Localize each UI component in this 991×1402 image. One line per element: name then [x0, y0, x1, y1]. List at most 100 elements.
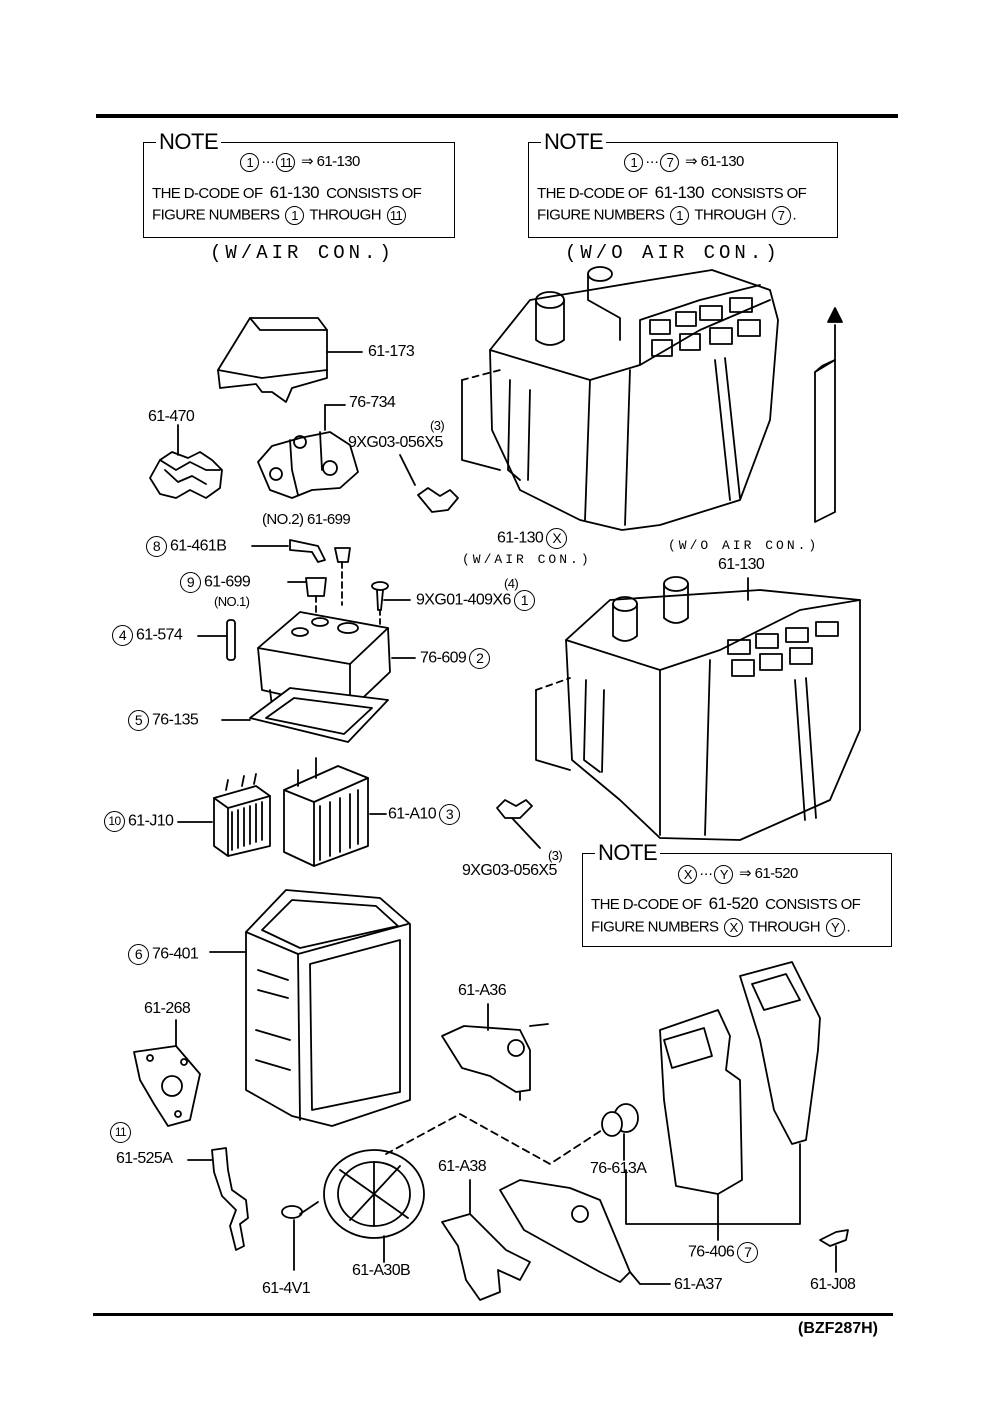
gasket-76-135-drawing	[221, 687, 389, 743]
note-code: 61-520	[754, 865, 799, 882]
to-circle: 7	[771, 206, 791, 225]
arrow-icon: ⇒	[301, 153, 314, 170]
caption-without-air-con: (W/O AIR CON.)	[565, 242, 781, 264]
air-filter-drawing	[814, 307, 843, 523]
label-61-525a: 61-525A	[116, 1150, 173, 1167]
figure-text: FIGURE NUMBERS	[537, 206, 665, 224]
bottom-rule	[93, 1313, 893, 1316]
note-code: 61-130	[316, 153, 361, 170]
range-sep: ···	[261, 153, 275, 170]
label-61-a37: 61-A37	[674, 1276, 723, 1293]
note-box-lower: NOTE X···Y ⇒ 61-520 THE D-CODE OF 61-520…	[582, 840, 892, 947]
note-box-with-ac: NOTE 1···11 ⇒ 61-130 THE D-CODE OF 61-13…	[143, 129, 455, 238]
note-title: NOTE	[156, 129, 222, 155]
note-dcode-line: THE D-CODE OF 61-520 CONSISTS OF	[591, 894, 891, 914]
ref-circle: 9	[180, 572, 201, 593]
dcode-text: THE D-CODE OF	[591, 896, 702, 913]
label-61-173: 61-173	[368, 343, 415, 360]
ref-circle: 4	[112, 625, 133, 646]
dcode-value: 61-130	[269, 183, 320, 202]
screw-61-4v1-drawing	[281, 1201, 319, 1271]
label-no1: (NO.1)	[214, 594, 250, 609]
note-box-without-ac: NOTE 1···7 ⇒ 61-130 THE D-CODE OF 61-130…	[528, 129, 838, 238]
valve-61-699-no2-drawing	[334, 547, 351, 606]
note-title: NOTE	[541, 129, 607, 155]
ref-circle: 6	[128, 944, 149, 965]
range-sep: ···	[645, 153, 659, 170]
label-61-470: 61-470	[148, 408, 195, 425]
ref-circle: X	[546, 528, 568, 549]
ring-61-a30b-drawing	[323, 1149, 425, 1263]
label-61-268: 61-268	[144, 1000, 191, 1017]
bracket-61-a36-drawing	[441, 1003, 549, 1101]
caption-with-air-con: (W/AIR CON.)	[210, 242, 395, 264]
note-title: NOTE	[595, 840, 661, 866]
dcode-value: 61-130	[654, 183, 705, 202]
part-number: 76-401	[152, 945, 199, 963]
range-to-circle: 7	[660, 152, 680, 172]
pipe-61-525a-drawing	[187, 1147, 249, 1251]
label-qty-4: (4)	[504, 576, 519, 591]
note-range-line: 1···11 ⇒ 61-130	[144, 152, 454, 172]
note-figure-line: FIGURE NUMBERS X THROUGH Y.	[591, 918, 891, 937]
arrow-icon: ⇒	[739, 865, 752, 882]
part-number: 9XG01-409X6	[416, 591, 511, 609]
part-number: 61-574	[136, 626, 183, 644]
label-ref-11: 11	[110, 1122, 134, 1143]
ref-circle: 3	[439, 804, 460, 825]
to-circle: Y	[825, 918, 845, 937]
hose-61-461b-drawing	[251, 539, 326, 563]
cover-61-173-drawing	[217, 317, 363, 403]
label-61-4v1: 61-4V1	[262, 1280, 311, 1297]
note-range-line: X···Y ⇒ 61-520	[583, 864, 891, 884]
bracket-61-a38-drawing	[441, 1179, 531, 1301]
label-61-a36: 61-A36	[458, 982, 507, 999]
note-range-line: 1···7 ⇒ 61-130	[529, 152, 837, 172]
label-without-ac-small: (W/O AIR CON.)	[668, 538, 820, 553]
part-number: 76-135	[152, 711, 199, 729]
part-number: 76-609	[420, 649, 467, 667]
label-qty-3-top: (3)	[430, 418, 445, 433]
from-circle: 1	[285, 206, 305, 225]
ref-circle: 1	[513, 590, 535, 611]
figure-text: FIGURE NUMBERS	[152, 206, 280, 224]
period: .	[792, 206, 797, 224]
dcode-text: THE D-CODE OF	[537, 185, 648, 202]
through-text: THROUGH	[748, 918, 820, 936]
ref-circle: 7	[737, 1242, 759, 1263]
heater-case-without-ac-drawing	[535, 576, 861, 841]
part-number: 61-J10	[128, 812, 174, 830]
from-circle: X	[724, 918, 744, 937]
valve-76-734-drawing	[257, 404, 359, 499]
note-code: 61-130	[700, 153, 745, 170]
through-text: THROUGH	[694, 206, 766, 224]
note-figure-line: FIGURE NUMBERS 1 THROUGH 11	[152, 206, 454, 225]
grommet-76-613a-drawing	[601, 1103, 639, 1161]
note-dcode-line: THE D-CODE OF 61-130 CONSISTS OF	[537, 183, 837, 203]
case-76-401-drawing	[209, 889, 411, 1127]
to-circle: 11	[386, 206, 406, 225]
part-61-a37-drawing	[499, 1179, 671, 1285]
core-61-j10-drawing	[177, 773, 271, 857]
range-sep: ···	[699, 865, 713, 882]
ref-circle: 5	[128, 710, 149, 731]
clip-top-drawing	[399, 454, 459, 513]
part-number: 61-130	[497, 529, 544, 547]
screw-9xg01-drawing	[371, 581, 411, 629]
label-9xg03-top: 9XG03-056X5	[348, 434, 443, 451]
plate-61-268-drawing	[133, 1019, 201, 1127]
clip-61-j08-drawing	[819, 1229, 849, 1273]
label-76-613a: 76-613A	[590, 1160, 647, 1177]
evaporator-61-a10-drawing	[283, 757, 387, 867]
range-from-circle: 1	[240, 152, 260, 172]
